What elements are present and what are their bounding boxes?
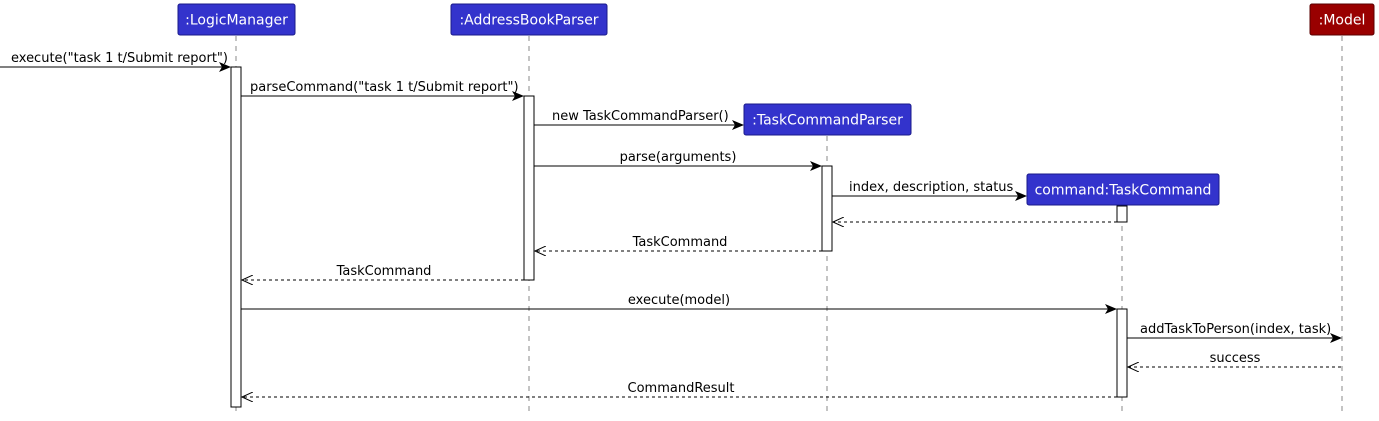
message-label: index, description, status bbox=[849, 180, 1014, 195]
activation-task-command-parser bbox=[821, 165, 833, 252]
participant-model: :Model bbox=[1309, 3, 1375, 36]
participant-label: :Model bbox=[1319, 13, 1366, 29]
participant-label: :LogicManager bbox=[185, 13, 288, 29]
participant-label: :AddressBookParser bbox=[459, 13, 598, 29]
message-label: addTaskToPerson(index, task) bbox=[1140, 322, 1331, 337]
message-label: CommandResult bbox=[628, 381, 735, 396]
message-label: TaskCommand bbox=[336, 264, 432, 279]
message-create-task-command: index, description, status bbox=[832, 180, 1027, 201]
message-create-task-command-parser: new TaskCommandParser() bbox=[534, 109, 744, 130]
message-execute-task: execute("task 1 t/Submit report") bbox=[0, 51, 231, 72]
activation-task-command-init bbox=[1116, 205, 1128, 223]
message-return-task-command-1: TaskCommand bbox=[535, 235, 822, 251]
participant-label: command:TaskCommand bbox=[1035, 183, 1212, 199]
activation-logic-manager bbox=[230, 66, 242, 408]
participant-label: :TaskCommandParser bbox=[752, 113, 903, 129]
messages: execute("task 1 t/Submit report") parseC… bbox=[0, 51, 1342, 397]
message-label: execute(model) bbox=[628, 293, 730, 308]
participant-logic-manager: :LogicManager bbox=[177, 3, 296, 36]
participant-task-command-parser: :TaskCommandParser bbox=[743, 103, 912, 136]
message-label: success bbox=[1210, 351, 1261, 366]
participant-address-book-parser: :AddressBookParser bbox=[450, 3, 608, 36]
message-add-task-to-person: addTaskToPerson(index, task) bbox=[1127, 322, 1342, 343]
activation-task-command-execute bbox=[1116, 308, 1128, 398]
message-return-success: success bbox=[1128, 351, 1341, 367]
participant-task-command: command:TaskCommand bbox=[1026, 173, 1220, 206]
message-return-command-result: CommandResult bbox=[242, 381, 1117, 397]
message-label: parseCommand("task 1 t/Submit report") bbox=[250, 80, 519, 95]
message-label: TaskCommand bbox=[632, 235, 728, 250]
message-label: execute("task 1 t/Submit report") bbox=[11, 51, 228, 66]
message-parse-command: parseCommand("task 1 t/Submit report") bbox=[241, 80, 524, 101]
activation-address-book-parser bbox=[523, 95, 535, 281]
message-return-task-command-2: TaskCommand bbox=[242, 264, 524, 280]
message-label: new TaskCommandParser() bbox=[552, 109, 729, 124]
activation-bars bbox=[230, 66, 1128, 408]
message-execute-model: execute(model) bbox=[241, 293, 1117, 314]
message-parse-arguments: parse(arguments) bbox=[534, 150, 822, 171]
message-label: parse(arguments) bbox=[620, 150, 737, 165]
